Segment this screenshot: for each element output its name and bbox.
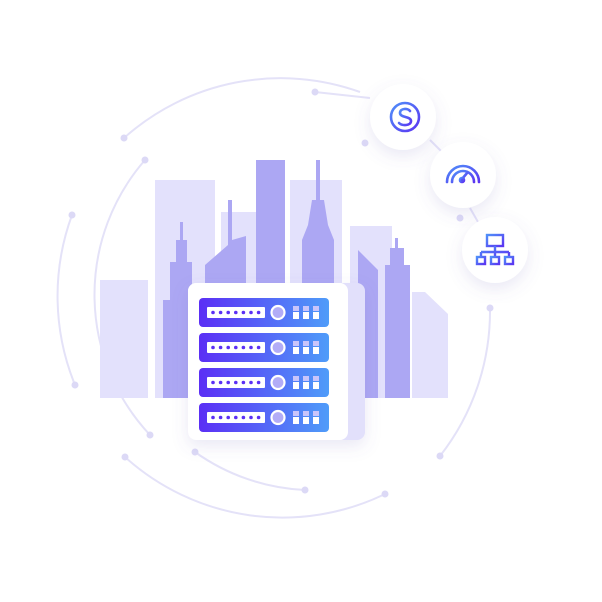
speedometer-icon xyxy=(445,164,481,184)
port-top xyxy=(303,376,309,381)
port xyxy=(303,312,309,319)
led-dot xyxy=(241,310,246,315)
led-dot xyxy=(249,345,253,350)
port-top xyxy=(313,376,319,381)
port-top xyxy=(303,306,309,311)
led-dot xyxy=(234,380,238,385)
port-top xyxy=(303,341,309,346)
led-dot xyxy=(234,345,238,350)
rack-unit xyxy=(199,298,329,327)
led-dot xyxy=(218,415,223,420)
led-dot xyxy=(241,380,246,385)
led-dot xyxy=(218,345,223,350)
network-hierarchy-icon xyxy=(475,233,515,266)
led-dot xyxy=(234,415,238,420)
port xyxy=(303,417,309,424)
led-dot xyxy=(218,310,223,315)
led-dot xyxy=(211,415,215,420)
port-top xyxy=(293,411,299,416)
port-top xyxy=(313,411,319,416)
port xyxy=(313,347,319,354)
led-dot xyxy=(256,345,261,350)
feature-dollar-badge xyxy=(370,84,436,150)
led-dot xyxy=(226,415,230,420)
port-top xyxy=(303,411,309,416)
led-dot xyxy=(256,415,261,420)
server-rack xyxy=(188,283,365,440)
rack-unit xyxy=(199,333,329,362)
feature-speed-badge xyxy=(430,142,496,208)
led-dot xyxy=(241,415,246,420)
rack-unit xyxy=(199,368,329,397)
led-dot xyxy=(256,380,261,385)
port-top xyxy=(293,376,299,381)
led-dot xyxy=(256,310,261,315)
port xyxy=(293,382,299,389)
power-knob xyxy=(270,374,286,391)
power-knob xyxy=(270,409,286,426)
feature-network-badge xyxy=(462,217,528,283)
led-dot xyxy=(249,415,253,420)
led-dot xyxy=(226,345,230,350)
orbit-lines xyxy=(56,77,492,519)
port xyxy=(293,417,299,424)
port-top xyxy=(313,341,319,346)
port xyxy=(313,417,319,424)
port xyxy=(303,347,309,354)
port xyxy=(303,382,309,389)
led-dot xyxy=(218,380,223,385)
led-dot xyxy=(234,310,238,315)
port xyxy=(293,347,299,354)
led-dot xyxy=(249,380,253,385)
power-knob xyxy=(270,339,286,356)
led-dot xyxy=(211,310,215,315)
port-top xyxy=(293,341,299,346)
led-dot xyxy=(241,345,246,350)
led-dot xyxy=(226,380,230,385)
power-knob xyxy=(270,304,286,321)
port-top xyxy=(293,306,299,311)
orbit-dots xyxy=(68,88,494,498)
port xyxy=(313,312,319,319)
rack-unit xyxy=(199,403,329,432)
led-dot xyxy=(211,345,215,350)
port-top xyxy=(313,306,319,311)
led-dot xyxy=(249,310,253,315)
dollar-circle-icon xyxy=(389,101,421,133)
led-dot xyxy=(226,310,230,315)
led-dot xyxy=(211,380,215,385)
port xyxy=(293,312,299,319)
port xyxy=(313,382,319,389)
